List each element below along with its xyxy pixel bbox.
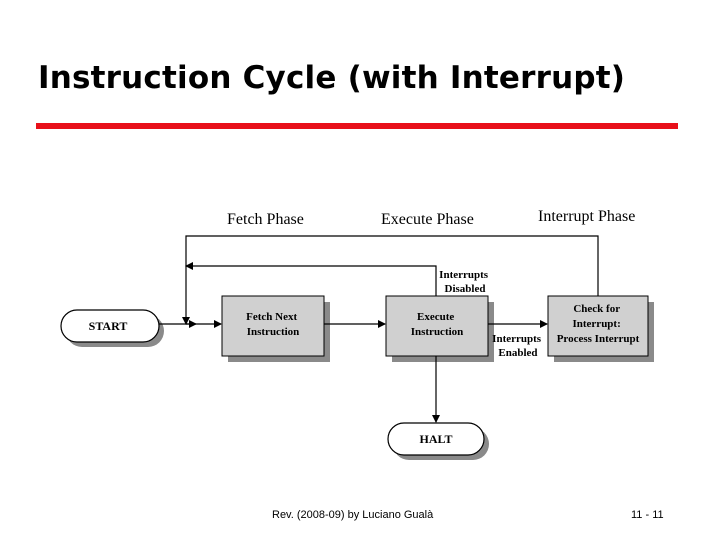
fetch-next-instruction-box: Fetch Next Instruction (221, 295, 330, 362)
check-interrupt-box: Check for Interrupt: Process Interrupt (547, 295, 654, 362)
interrupts-enabled-label: Interrupts Enabled (492, 333, 544, 359)
start-node: START (60, 309, 164, 347)
interrupts-disabled-label: Interrupts Disabled (439, 269, 491, 295)
page-number: 11 - 11 (631, 509, 664, 521)
footer-credit: Rev. (2008-09) by Luciano Gualà (272, 509, 434, 521)
check-box-line-1: Check for (573, 303, 620, 315)
execute-instruction-box: Execute Instruction (385, 295, 494, 362)
interrupts-disabled-loop (185, 262, 437, 296)
fetch-phase-label: Fetch Phase (227, 211, 304, 228)
svg-text:Execute Instruction: Execute Instruction (411, 311, 464, 338)
interrupt-phase-label: Interrupt Phase (538, 208, 636, 225)
halt-node: HALT (387, 422, 489, 460)
start-label: START (89, 319, 128, 333)
execute-box-line-1: Execute (417, 311, 454, 323)
title-rule (36, 123, 678, 129)
check-box-line-3: Process Interrupt (557, 333, 640, 345)
svg-text:Check for Interrupt:: Check for Interrupt: Process Interrupt (557, 303, 640, 345)
fetch-box-line-1: Fetch Next (246, 311, 297, 323)
execute-box-line-2: Instruction (411, 326, 464, 338)
fetch-box-line-2: Instruction (247, 326, 300, 338)
halt-label: HALT (420, 432, 453, 446)
interrupt-return-loop (182, 235, 599, 325)
execute-phase-label: Execute Phase (381, 211, 474, 228)
check-box-line-2: Interrupt: (572, 318, 620, 330)
slide-title: Instruction Cycle (with Interrupt) (38, 60, 626, 96)
svg-text:Fetch Next Instruction: Fetch Next Instruction (246, 311, 300, 338)
